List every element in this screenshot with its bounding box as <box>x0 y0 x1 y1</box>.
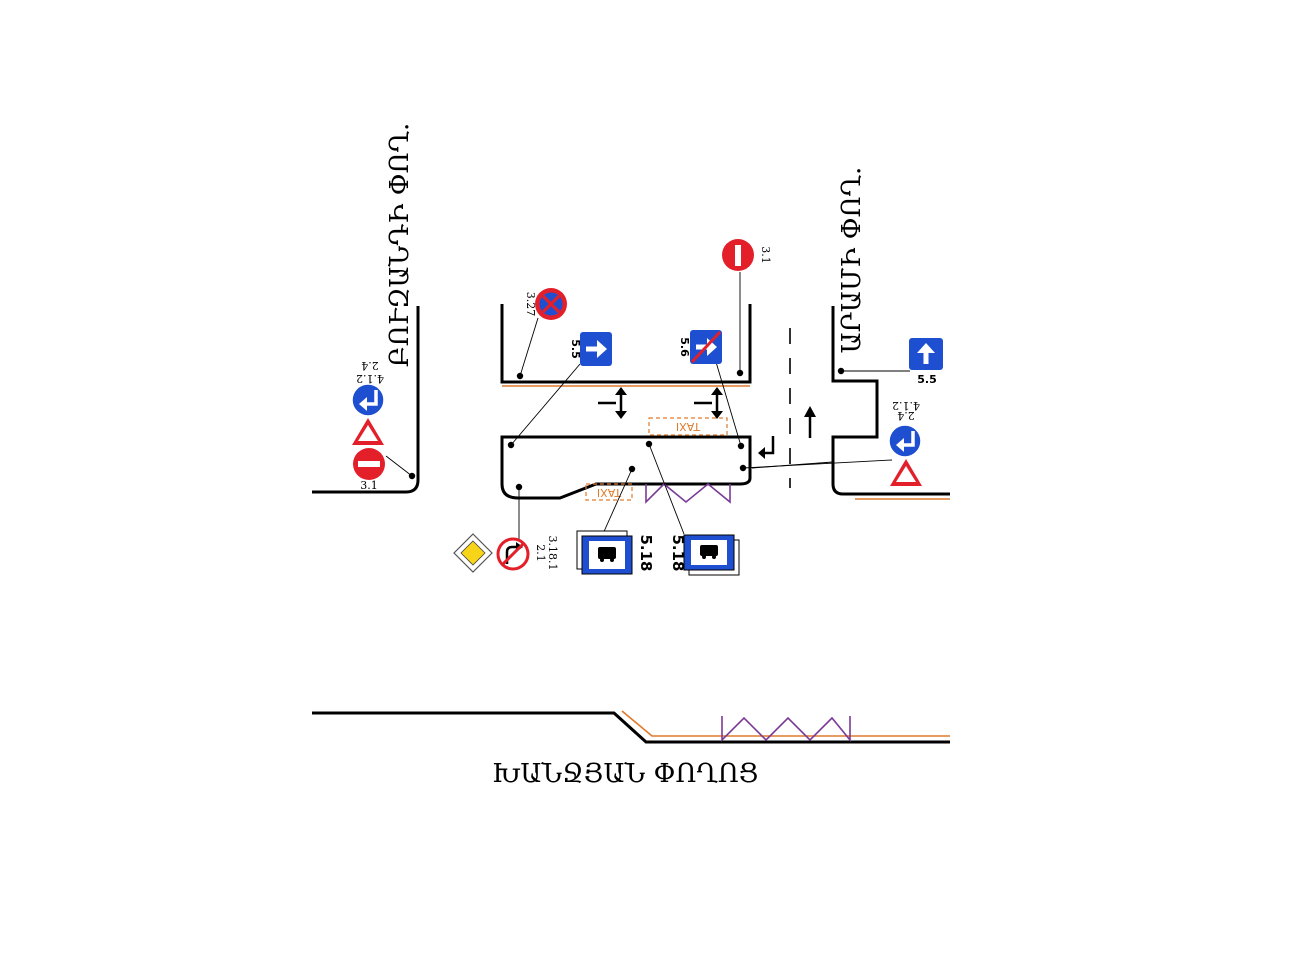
lane-arrows <box>598 387 816 459</box>
right-group-mid-code: 4.1.2 <box>892 399 920 412</box>
turn-left-mandatory-sign <box>351 383 385 417</box>
right-sign-group: 2.4 4.1.2 <box>888 399 922 486</box>
one-way-road-sign-b: 5.5 <box>909 338 943 386</box>
two-way-arrow-right <box>694 387 723 419</box>
taxi-label-b: TAXI <box>597 486 622 499</box>
road-edges <box>312 304 950 744</box>
no-stopping-code: 3.27 <box>524 292 537 317</box>
end-one-way-code: 5.6 <box>678 337 691 357</box>
right-group-top-code: 2.4 <box>897 409 915 422</box>
no-entry-top-code: 3.1 <box>759 246 772 264</box>
bus-lane-sign-a: 5.18 <box>576 530 655 575</box>
priority-code-b: 3.18.1 <box>546 536 559 571</box>
left-sign-group: 2.4 4.1.2 3.1 <box>351 359 385 492</box>
taxi-bay-a: TAXI <box>648 417 728 436</box>
left-group-top-code: 2.4 <box>361 359 379 372</box>
straight-arrow <box>804 406 816 438</box>
taxi-label-a: TAXI <box>676 420 701 433</box>
one-way-road-code-b: 5.5 <box>917 373 937 386</box>
priority-code-a: 2.1 <box>534 544 547 562</box>
give-way-sign-right <box>890 459 922 486</box>
turn-left-mandatory-sign-right <box>888 424 922 458</box>
taxi-bay-b: TAXI <box>585 483 633 501</box>
median-block-top <box>500 304 752 384</box>
left-group-bottom-code: 3.1 <box>360 479 378 492</box>
bottom-road-edge <box>312 711 950 744</box>
sign-leader-lines <box>385 272 910 540</box>
turn-arrow <box>758 436 775 459</box>
priority-road-sign <box>453 533 493 573</box>
no-right-turn-sign: 2.1 3.18.1 <box>496 536 559 571</box>
sign-mount-dots <box>408 367 845 491</box>
no-stopping-sign: 3.27 <box>524 288 567 320</box>
end-one-way-sign: 5.6 <box>678 330 722 364</box>
left-street-curb <box>312 306 420 494</box>
one-way-road-code-a: 5.5 <box>569 339 582 359</box>
zigzag-bottom <box>721 716 851 743</box>
zigzag-island <box>645 482 731 504</box>
street-label-bottom: ԽԱՆՋՅԱՆ ՓՈՂՈՑ <box>492 759 758 789</box>
bus-lane-sign-b: 5.18 <box>669 534 740 576</box>
give-way-sign-left <box>352 418 384 445</box>
right-street-curb <box>831 306 950 496</box>
one-way-road-sign-a: 5.5 <box>569 332 612 366</box>
left-group-mid-code: 4.1.2 <box>356 372 384 385</box>
bus-lane-code-b: 5.18 <box>669 534 687 571</box>
no-entry-sign-left <box>353 448 385 480</box>
street-label-right: ԱՐԱՄԻ ՓՈՂ. <box>837 167 867 354</box>
two-way-arrow-left <box>598 387 627 419</box>
no-entry-sign-top: 3.1 <box>722 239 772 271</box>
bus-lane-code-a: 5.18 <box>637 534 655 571</box>
street-label-left: ԲՈՒԶԱՆԴԻ ՓՈՂ. <box>385 123 415 368</box>
zigzag-markings <box>645 482 851 743</box>
